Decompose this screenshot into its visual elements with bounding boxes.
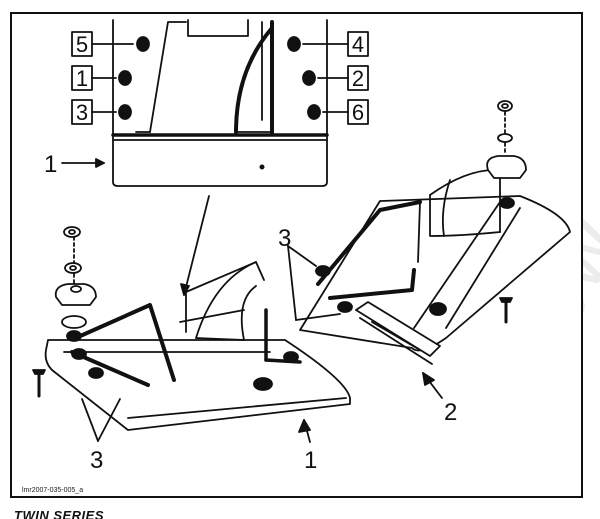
left-bumper-assembly — [32, 226, 351, 443]
right-rail — [355, 301, 441, 357]
detail-view — [111, 19, 329, 187]
left-spacer — [61, 315, 87, 329]
left-washer — [64, 262, 82, 274]
callout-2-detail-label: 2 — [352, 66, 364, 91]
detail-bolt-1 — [118, 70, 132, 86]
rear-plate-label: 1 — [44, 151, 57, 178]
right-nut — [497, 100, 513, 112]
figure-frame — [10, 12, 583, 498]
callout-4-label: 4 — [352, 32, 364, 57]
right-rubber-mount — [486, 155, 527, 179]
detail-bolt-3 — [118, 104, 132, 120]
right-rail-label: 2 — [444, 399, 457, 426]
detail-bolt-6 — [307, 104, 321, 120]
left-body-label: 1 — [304, 447, 317, 474]
left-bolts-label: 3 — [90, 447, 103, 474]
left-nut — [63, 226, 81, 238]
callout-3-detail-label: 3 — [76, 100, 88, 125]
detail-center-dot — [259, 164, 265, 170]
detail-bolt-2 — [302, 70, 316, 86]
left-screw — [32, 369, 46, 375]
callout-1-detail-label: 1 — [76, 66, 88, 91]
left-rubber-mount — [54, 283, 97, 306]
callout-5-label: 5 — [76, 32, 88, 57]
detail-bolt-4 — [287, 36, 301, 52]
right-bolts-label: 3 — [278, 225, 291, 252]
figure-code: lmr2007-035-005_a — [22, 487, 84, 494]
right-screw — [499, 297, 513, 303]
right-bumper-assembly — [287, 100, 571, 399]
callout-6-label: 6 — [352, 100, 364, 125]
right-washer — [497, 133, 513, 143]
series-caption: TWIN SERIES — [14, 508, 105, 519]
detail-bolt-5 — [136, 36, 150, 52]
